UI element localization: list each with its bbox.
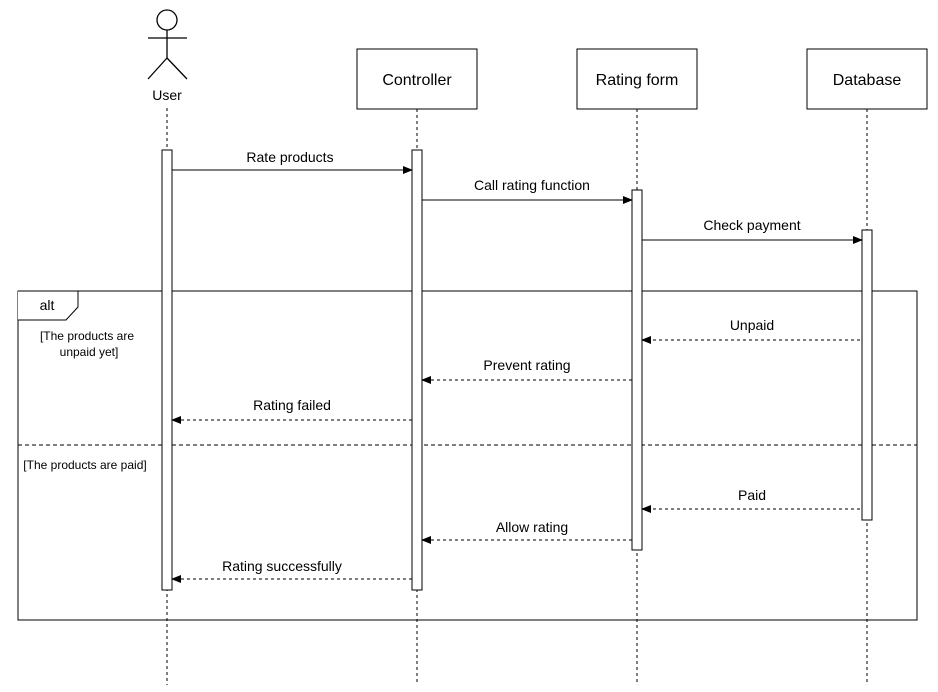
alt-guard-unpaid-line-2: unpaid yet] bbox=[60, 345, 119, 359]
alt-guard-paid: [The products are paid] bbox=[23, 458, 146, 472]
participant-database: Database bbox=[806, 48, 928, 110]
activation-database bbox=[861, 229, 873, 521]
message-allow-rating: Allow rating bbox=[421, 519, 632, 544]
message-call-rating-function-label: Call rating function bbox=[474, 177, 590, 193]
actor-head bbox=[156, 9, 178, 31]
message-call-rating-function: Call rating function bbox=[422, 177, 633, 204]
participant-database-box bbox=[806, 48, 928, 110]
alt-frame: alt [The products are unpaid yet] [The p… bbox=[17, 290, 918, 621]
participant-controller-box bbox=[356, 48, 478, 110]
actor-user-label: User bbox=[152, 87, 182, 103]
alt-operator-label: alt bbox=[40, 297, 55, 313]
message-unpaid-label: Unpaid bbox=[730, 317, 774, 333]
message-paid: Paid bbox=[641, 487, 860, 513]
activation-rating-form bbox=[631, 189, 643, 551]
actor-leg-right bbox=[166, 57, 188, 80]
alt-frame-border bbox=[17, 290, 918, 621]
participant-rating-form: Rating form bbox=[576, 48, 698, 110]
message-rate-products-label: Rate products bbox=[246, 149, 333, 165]
participant-controller: Controller bbox=[356, 48, 478, 110]
participant-database-label: Database bbox=[833, 72, 902, 89]
message-rating-successfully-label: Rating successfully bbox=[222, 558, 342, 574]
message-check-payment-label: Check payment bbox=[703, 217, 800, 233]
message-prevent-rating: Prevent rating bbox=[421, 357, 632, 384]
message-paid-label: Paid bbox=[738, 487, 766, 503]
message-unpaid: Unpaid bbox=[641, 317, 860, 344]
alt-guard-unpaid-line-1: [The products are bbox=[40, 329, 134, 343]
actor-leg-left bbox=[147, 57, 168, 80]
alt-operator-tab bbox=[18, 290, 79, 321]
message-rate-products: Rate products bbox=[172, 149, 413, 174]
participant-rating-form-label: Rating form bbox=[596, 72, 679, 89]
message-prevent-rating-label: Prevent rating bbox=[483, 357, 570, 373]
activation-user bbox=[161, 149, 173, 591]
activation-controller bbox=[411, 149, 423, 591]
participant-rating-form-box bbox=[576, 48, 698, 110]
message-check-payment: Check payment bbox=[642, 217, 863, 244]
participant-controller-label: Controller bbox=[382, 72, 452, 89]
message-rating-failed: Rating failed bbox=[171, 397, 412, 424]
message-allow-rating-label: Allow rating bbox=[496, 519, 568, 535]
actor-user: User bbox=[147, 9, 188, 103]
message-rating-successfully: Rating successfully bbox=[171, 558, 412, 583]
message-rating-failed-label: Rating failed bbox=[253, 397, 331, 413]
